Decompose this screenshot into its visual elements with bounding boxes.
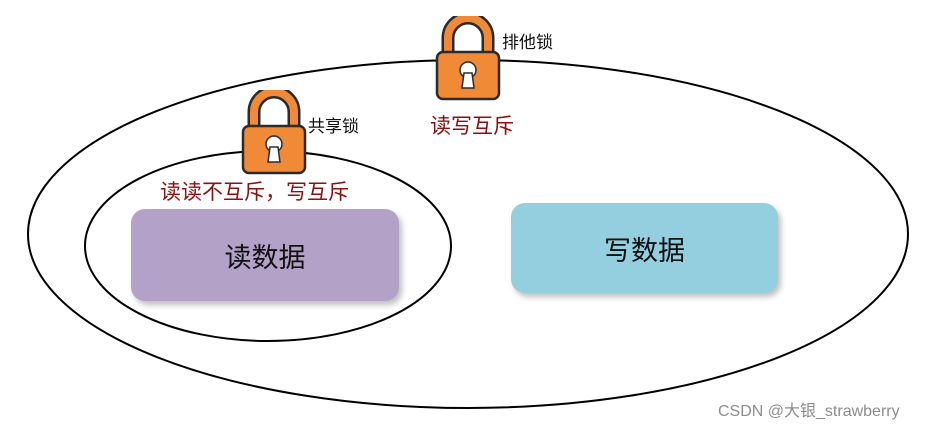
read-data-label: 读数据	[224, 242, 306, 274]
watermark: CSDN @大银_strawberry	[718, 403, 900, 420]
shared-lock-icon	[241, 90, 307, 175]
write-data-label: 写数据	[604, 235, 685, 267]
exclusive-lock-label: 排他锁	[502, 33, 553, 53]
read-data-box: 读数据	[131, 209, 399, 301]
exclusive-lock-icon	[435, 16, 501, 101]
exclusive-lock-note: 读写互斥	[430, 114, 514, 138]
write-data-box: 写数据	[511, 203, 778, 293]
shared-lock-note: 读读不互斥，写互斥	[160, 180, 349, 204]
shared-lock-label: 共享锁	[308, 117, 359, 137]
